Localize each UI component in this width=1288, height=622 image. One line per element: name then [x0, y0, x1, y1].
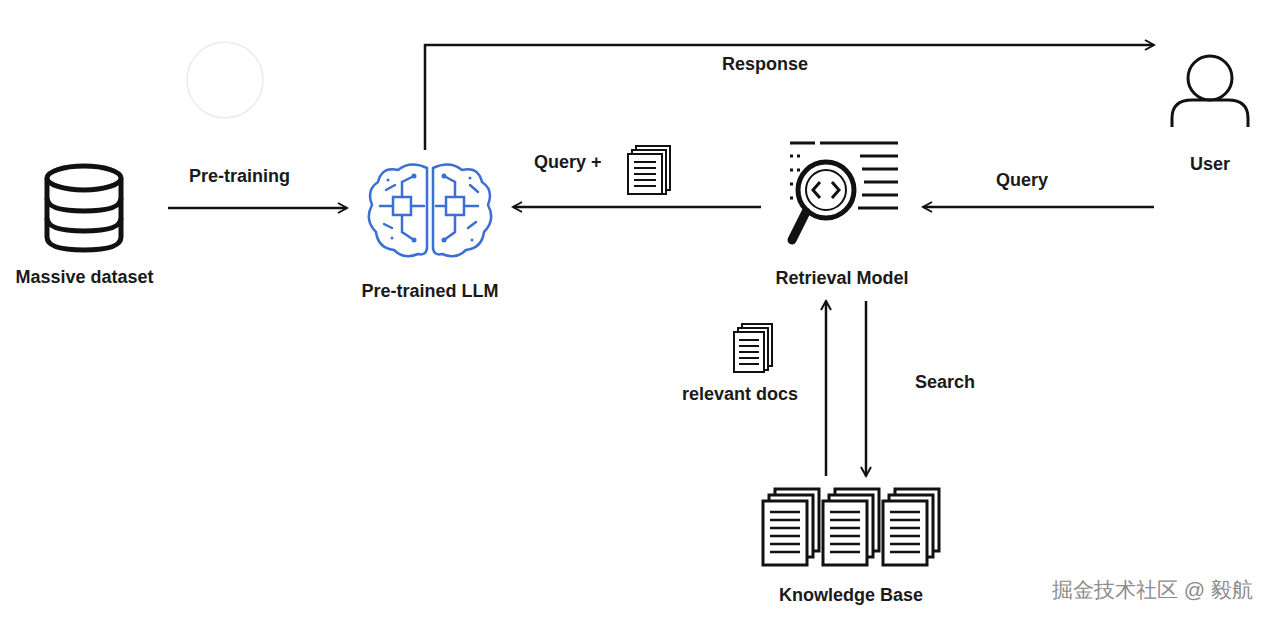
- user-icon: [1172, 56, 1248, 127]
- document-stack-icon: [734, 324, 772, 372]
- arrow-connector: [825, 301, 828, 476]
- node-label: Retrieval Model: [769, 267, 915, 289]
- brain-icon: [369, 164, 491, 256]
- document-stack-icon: [628, 146, 670, 194]
- node-label: Knowledge Base: [756, 584, 946, 606]
- edge-label: relevant docs: [679, 383, 801, 405]
- node-label: Pre-trained LLM: [355, 280, 505, 302]
- arrow-connector: [168, 207, 347, 210]
- arrow-connector: [513, 206, 761, 209]
- watermark: 掘金技术社区 @ 毅航: [1052, 576, 1253, 604]
- edge-label: Pre-training: [186, 165, 293, 187]
- arrow-connector: [425, 45, 1154, 150]
- icon-node: Massive dataset: [9, 160, 160, 292]
- retrieval-icon: [790, 143, 898, 240]
- knowledge-base-icon: [763, 489, 939, 565]
- edge-label: Search: [912, 371, 978, 393]
- database-icon: [47, 166, 121, 250]
- icon-node: User: [1162, 30, 1258, 179]
- node-label: Massive dataset: [9, 266, 160, 288]
- arrow-connector: [923, 206, 1154, 209]
- icon-node: Pre-trained LLM: [355, 158, 505, 306]
- icon-node: Retrieval Model: [769, 136, 915, 293]
- edge-label: Response: [719, 53, 811, 75]
- edge-label: Query +: [531, 151, 605, 173]
- icon-node: Knowledge Base: [756, 484, 946, 610]
- arrow-connector: [865, 301, 868, 476]
- node-label: User: [1162, 153, 1258, 175]
- edge-label: Query: [993, 169, 1051, 191]
- faint-circle: [187, 42, 263, 118]
